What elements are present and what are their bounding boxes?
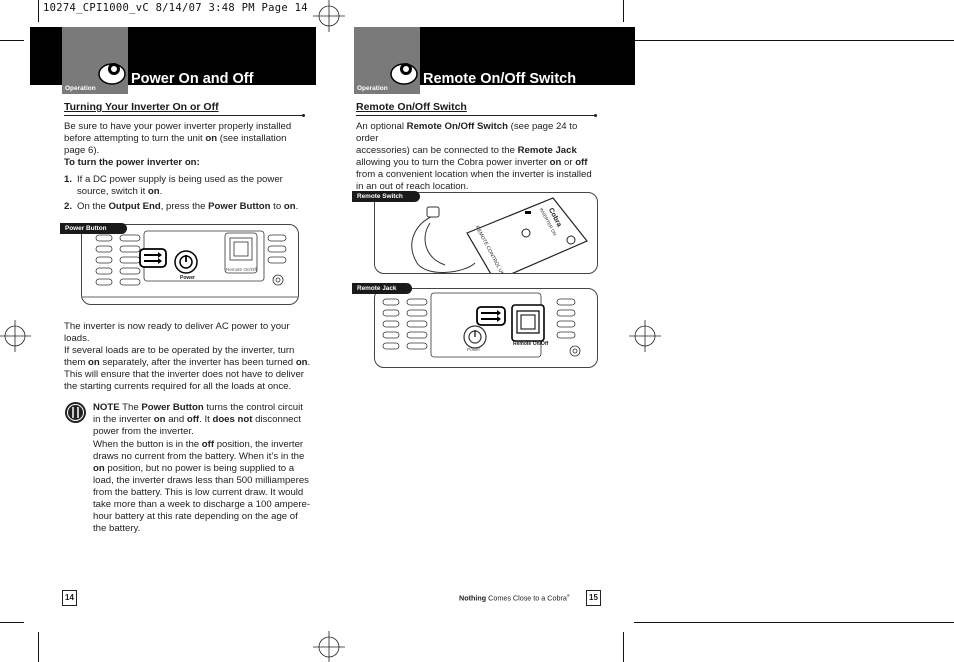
page-number: 15 bbox=[586, 590, 601, 606]
page-title: Remote On/Off Switch bbox=[423, 71, 577, 87]
figure-label: Remote Switch bbox=[352, 191, 420, 202]
remote-switch-figure: Cobra INVERTER ON REMOTE CONTROL UNIT bbox=[374, 192, 598, 274]
section-tag: Operation bbox=[357, 85, 388, 92]
remote-onoff-caption: Remote On/Off bbox=[513, 341, 549, 347]
note-paragraph-2: When the button is in the off position, … bbox=[93, 439, 311, 534]
step-1: 1. If a DC power supply is being used as… bbox=[64, 174, 283, 197]
footer-tagline: Nothing Comes Close to a Cobra® bbox=[459, 593, 570, 603]
section-heading: Remote On/Off Switch bbox=[356, 101, 467, 113]
section-tag: Operation bbox=[65, 85, 96, 92]
body-paragraph: The inverter is now ready to deliver AC … bbox=[64, 321, 311, 392]
page-number: 14 bbox=[62, 590, 77, 606]
remote-onoff-caption: Remote On/Off bbox=[226, 267, 257, 272]
step-2: 2. On the Output End, press the Power Bu… bbox=[64, 201, 299, 212]
inverter-panel-illustration bbox=[82, 230, 298, 298]
heading-rule-dot bbox=[594, 114, 597, 117]
figure-label: Remote Jack bbox=[352, 283, 412, 294]
power-caption: Power bbox=[180, 275, 196, 281]
remote-switch-illustration bbox=[411, 197, 588, 273]
heading-rule bbox=[64, 115, 304, 116]
steps-subheading: To turn the power inverter on: bbox=[64, 157, 200, 168]
page-title: Power On and Off bbox=[131, 71, 254, 87]
intro-paragraph: Be sure to have your power inverter prop… bbox=[64, 121, 292, 156]
note-paragraph-1: NOTE The Power Button turns the control … bbox=[93, 402, 303, 437]
power-caption: Power bbox=[467, 347, 481, 352]
inverter-panel-illustration bbox=[382, 292, 581, 358]
heading-rule-dot bbox=[302, 114, 305, 117]
power-button-figure: Power Remote On/Off bbox=[81, 224, 299, 305]
figure-label: Power Button bbox=[60, 223, 127, 234]
print-slug: 10274_CPI1000_vC 8/14/07 3:48 PM Page 14 bbox=[43, 2, 308, 14]
note-icon bbox=[65, 402, 86, 423]
operation-icon bbox=[390, 63, 418, 85]
operation-icon bbox=[98, 63, 126, 85]
heading-rule bbox=[356, 115, 596, 116]
remote-jack-figure: Power Remote On/Off bbox=[374, 288, 598, 368]
body-paragraph: An optional Remote On/Off Switch (see pa… bbox=[356, 121, 592, 192]
section-heading: Turning Your Inverter On or Off bbox=[64, 101, 219, 113]
